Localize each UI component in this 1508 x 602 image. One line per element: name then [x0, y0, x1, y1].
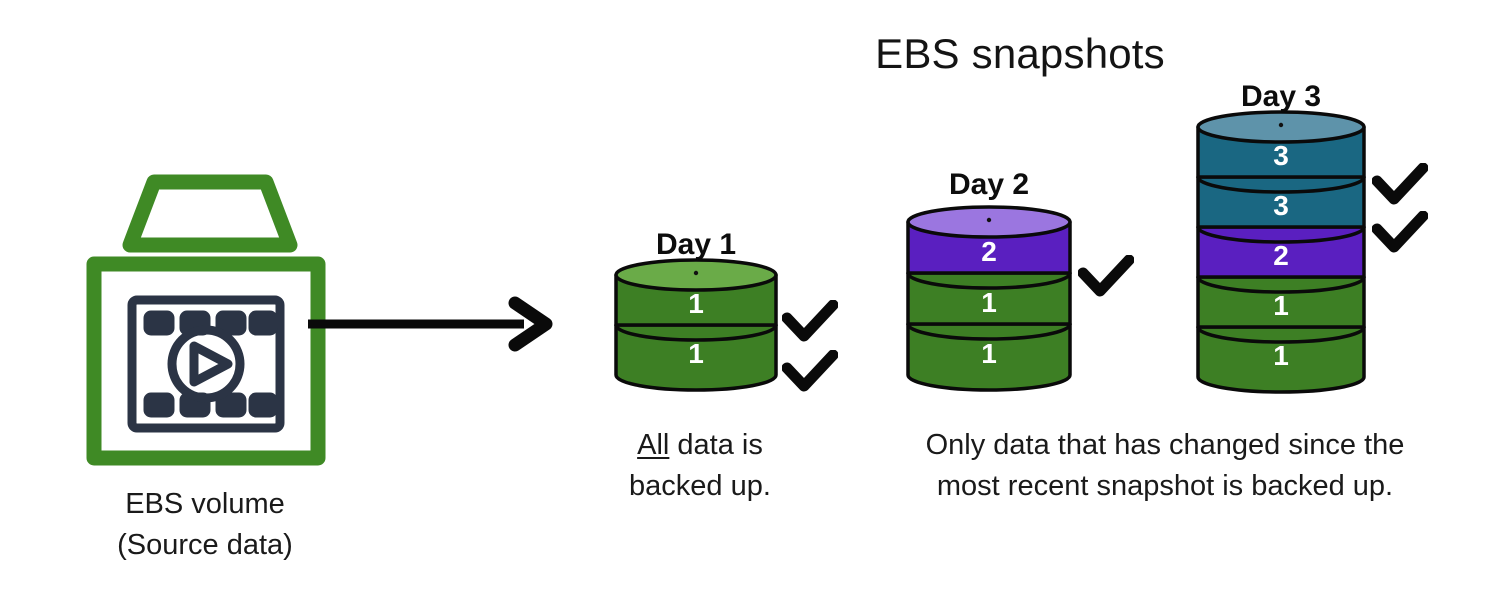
cylinder-seam	[906, 323, 1072, 341]
cylinder-seam	[1196, 176, 1366, 194]
caption-day1-emphasis: All	[637, 429, 670, 461]
cylinder-center-dot	[1278, 122, 1284, 128]
segment-value: 1	[688, 338, 704, 369]
cylinder-seam	[614, 324, 778, 342]
snapshot-title-day1: Day 1	[655, 228, 737, 261]
checkmark-icon	[781, 349, 839, 396]
segment-value: 2	[1273, 240, 1289, 271]
checkmark-icon	[1371, 162, 1429, 209]
snapshot-title-day3: Day 3	[1240, 80, 1322, 113]
volume-lid-shape	[122, 174, 298, 253]
ebs-volume-label-line1: EBS volume	[125, 488, 285, 520]
segment-value: 1	[981, 287, 997, 318]
checkmark-icon	[1077, 254, 1135, 301]
cylinder-day1	[614, 258, 778, 392]
cylinder-center-dot	[693, 270, 699, 276]
segment-value: 1	[688, 288, 704, 319]
cylinder-seam	[1196, 326, 1366, 344]
segment-value: 2	[981, 236, 997, 267]
checkmark-icon	[781, 299, 839, 346]
snapshot-title-day2: Day 2	[948, 168, 1030, 201]
ebs-volume-icon	[78, 168, 334, 468]
cylinder-center-dot	[986, 217, 992, 223]
cylinder-seam	[1196, 276, 1366, 294]
ebs-volume-label: EBS volume (Source data)	[40, 484, 370, 566]
cylinder-segment	[1196, 325, 1366, 394]
caption-day1-rest: data is backed up.	[629, 429, 771, 502]
flow-arrow-icon	[306, 296, 556, 352]
cylinder-segment	[906, 322, 1072, 392]
cylinder-segment	[614, 323, 778, 392]
segment-value: 1	[981, 338, 997, 369]
cylinder-day3	[1196, 110, 1366, 394]
caption-day23: Only data that has changed since the mos…	[925, 429, 1405, 502]
segment-value: 1	[1273, 340, 1289, 371]
segment-value: 3	[1273, 190, 1289, 221]
cylinder-day2	[906, 205, 1072, 392]
segment-value: 1	[1273, 290, 1289, 321]
cylinder-seam	[1196, 226, 1366, 244]
ebs-volume-label-line2: (Source data)	[117, 529, 293, 561]
cylinder-seam	[906, 272, 1072, 290]
caption-day1: All data is backed up.	[588, 425, 812, 507]
volume-body-shape	[86, 256, 326, 466]
page-title: EBS snapshots	[875, 30, 1165, 77]
media-film-icon	[127, 295, 285, 433]
segment-value: 3	[1273, 140, 1289, 171]
checkmark-icon	[1371, 210, 1429, 257]
